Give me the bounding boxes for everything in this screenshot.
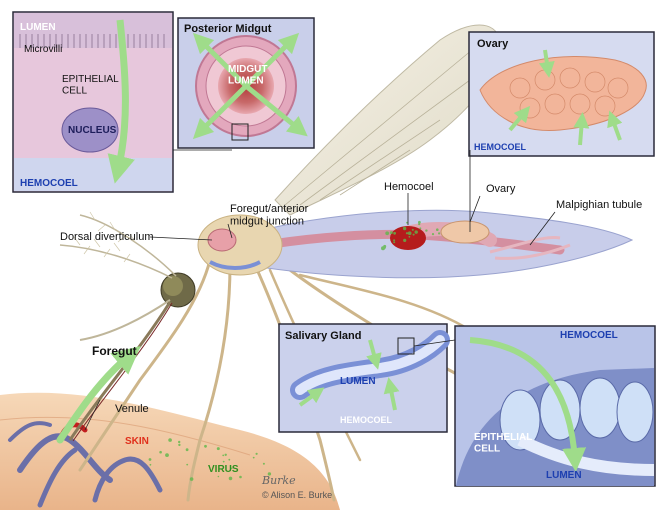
virus-particle	[165, 453, 169, 457]
virus-particle	[168, 438, 172, 442]
ovary-hemocoel-label: HEMOCOEL	[474, 142, 527, 152]
virus-particle	[185, 448, 189, 452]
virus-particle	[159, 450, 162, 454]
virus-particle	[414, 230, 418, 234]
virus-particle	[178, 440, 181, 444]
microvilli-label: Microvilli	[24, 44, 62, 55]
copyright-text: © Alison E. Burke	[262, 490, 332, 500]
salivary-hemocoel-label: HEMOCOEL	[340, 415, 393, 425]
virus-particle	[204, 444, 207, 448]
venule-callout: Venule	[115, 403, 149, 415]
inset-salivary-gland: Salivary Gland LUMEN HEMOCOEL	[278, 323, 450, 433]
leader-lines	[84, 149, 556, 431]
virus-particle	[425, 229, 428, 232]
venule-network	[8, 421, 163, 508]
virus-particle	[419, 227, 422, 230]
virus-particle	[412, 233, 415, 236]
virus-particle	[217, 475, 220, 478]
virus-particle	[418, 220, 421, 224]
virus-particle	[148, 458, 152, 461]
foregut-callout: Foregut	[92, 344, 137, 358]
dorsal-diverticulum-callout: Dorsal diverticulum	[60, 231, 154, 243]
virus-particle	[393, 239, 396, 242]
virus-particle	[402, 226, 407, 231]
virus-particle	[406, 221, 408, 224]
virus-particle	[178, 443, 181, 447]
detail-hemocoel-label: HEMOCOEL	[560, 330, 618, 341]
virus-particle	[255, 452, 258, 455]
ovary-inset-title: Ovary	[477, 38, 509, 50]
virus-particle	[231, 467, 233, 470]
virus-particle	[438, 232, 441, 235]
skin-callout: SKIN	[125, 436, 149, 447]
posterior-midgut-title: Posterior Midgut	[184, 23, 272, 35]
epithelium-hemocoel-label: HEMOCOEL	[20, 178, 78, 189]
skin-region	[0, 392, 340, 510]
virus-particle	[403, 238, 407, 242]
virus-particle	[411, 228, 414, 231]
inset-ovary: Ovary HEMOCOEL	[468, 31, 655, 157]
virus-particle	[383, 246, 386, 249]
malpighian-tubule-callout: Malpighian tubule	[556, 199, 642, 211]
virus-particle	[186, 463, 189, 466]
virus-particle	[385, 231, 390, 236]
virus-particle	[431, 233, 435, 236]
hemocoel-callout: Hemocoel	[384, 181, 434, 193]
detail-lumen-label: LUMEN	[546, 470, 582, 481]
virus-particle	[228, 476, 233, 481]
salivary-lumen-label: LUMEN	[340, 376, 376, 387]
virus-particle	[222, 460, 225, 463]
virus-particle	[267, 472, 272, 476]
virus-particle	[418, 223, 421, 226]
callout-labels: Hemocoel Ovary Malpighian tubule Foregut…	[60, 181, 642, 475]
artist-signature: Burke	[261, 474, 296, 487]
epithelium-lumen-label: LUMEN	[20, 22, 56, 33]
virus-particle	[407, 231, 412, 235]
ovary-callout: Ovary	[486, 183, 516, 195]
virus-particle	[393, 241, 396, 244]
salivary-gland-title: Salivary Gland	[285, 330, 361, 342]
virus-particle	[389, 231, 393, 235]
virus-particle	[228, 458, 231, 461]
transmission-arrows	[56, 346, 141, 444]
credit: Burke © Alison E. Burke	[261, 474, 332, 500]
virus-particle	[149, 463, 152, 466]
virus-particle	[189, 477, 194, 481]
virus-particle	[252, 456, 255, 459]
virus-particle	[224, 453, 227, 456]
virus-particle	[239, 475, 242, 479]
virus-particle	[393, 231, 396, 235]
virus-particle	[222, 454, 225, 457]
virus-particle	[408, 235, 411, 238]
virus-callout: VIRUS	[208, 464, 239, 475]
nucleus-label: NUCLEUS	[68, 125, 117, 136]
virus-particle	[262, 462, 265, 465]
virus-particle	[216, 447, 220, 451]
virus-particle	[405, 232, 409, 235]
virus-particle	[436, 228, 439, 231]
